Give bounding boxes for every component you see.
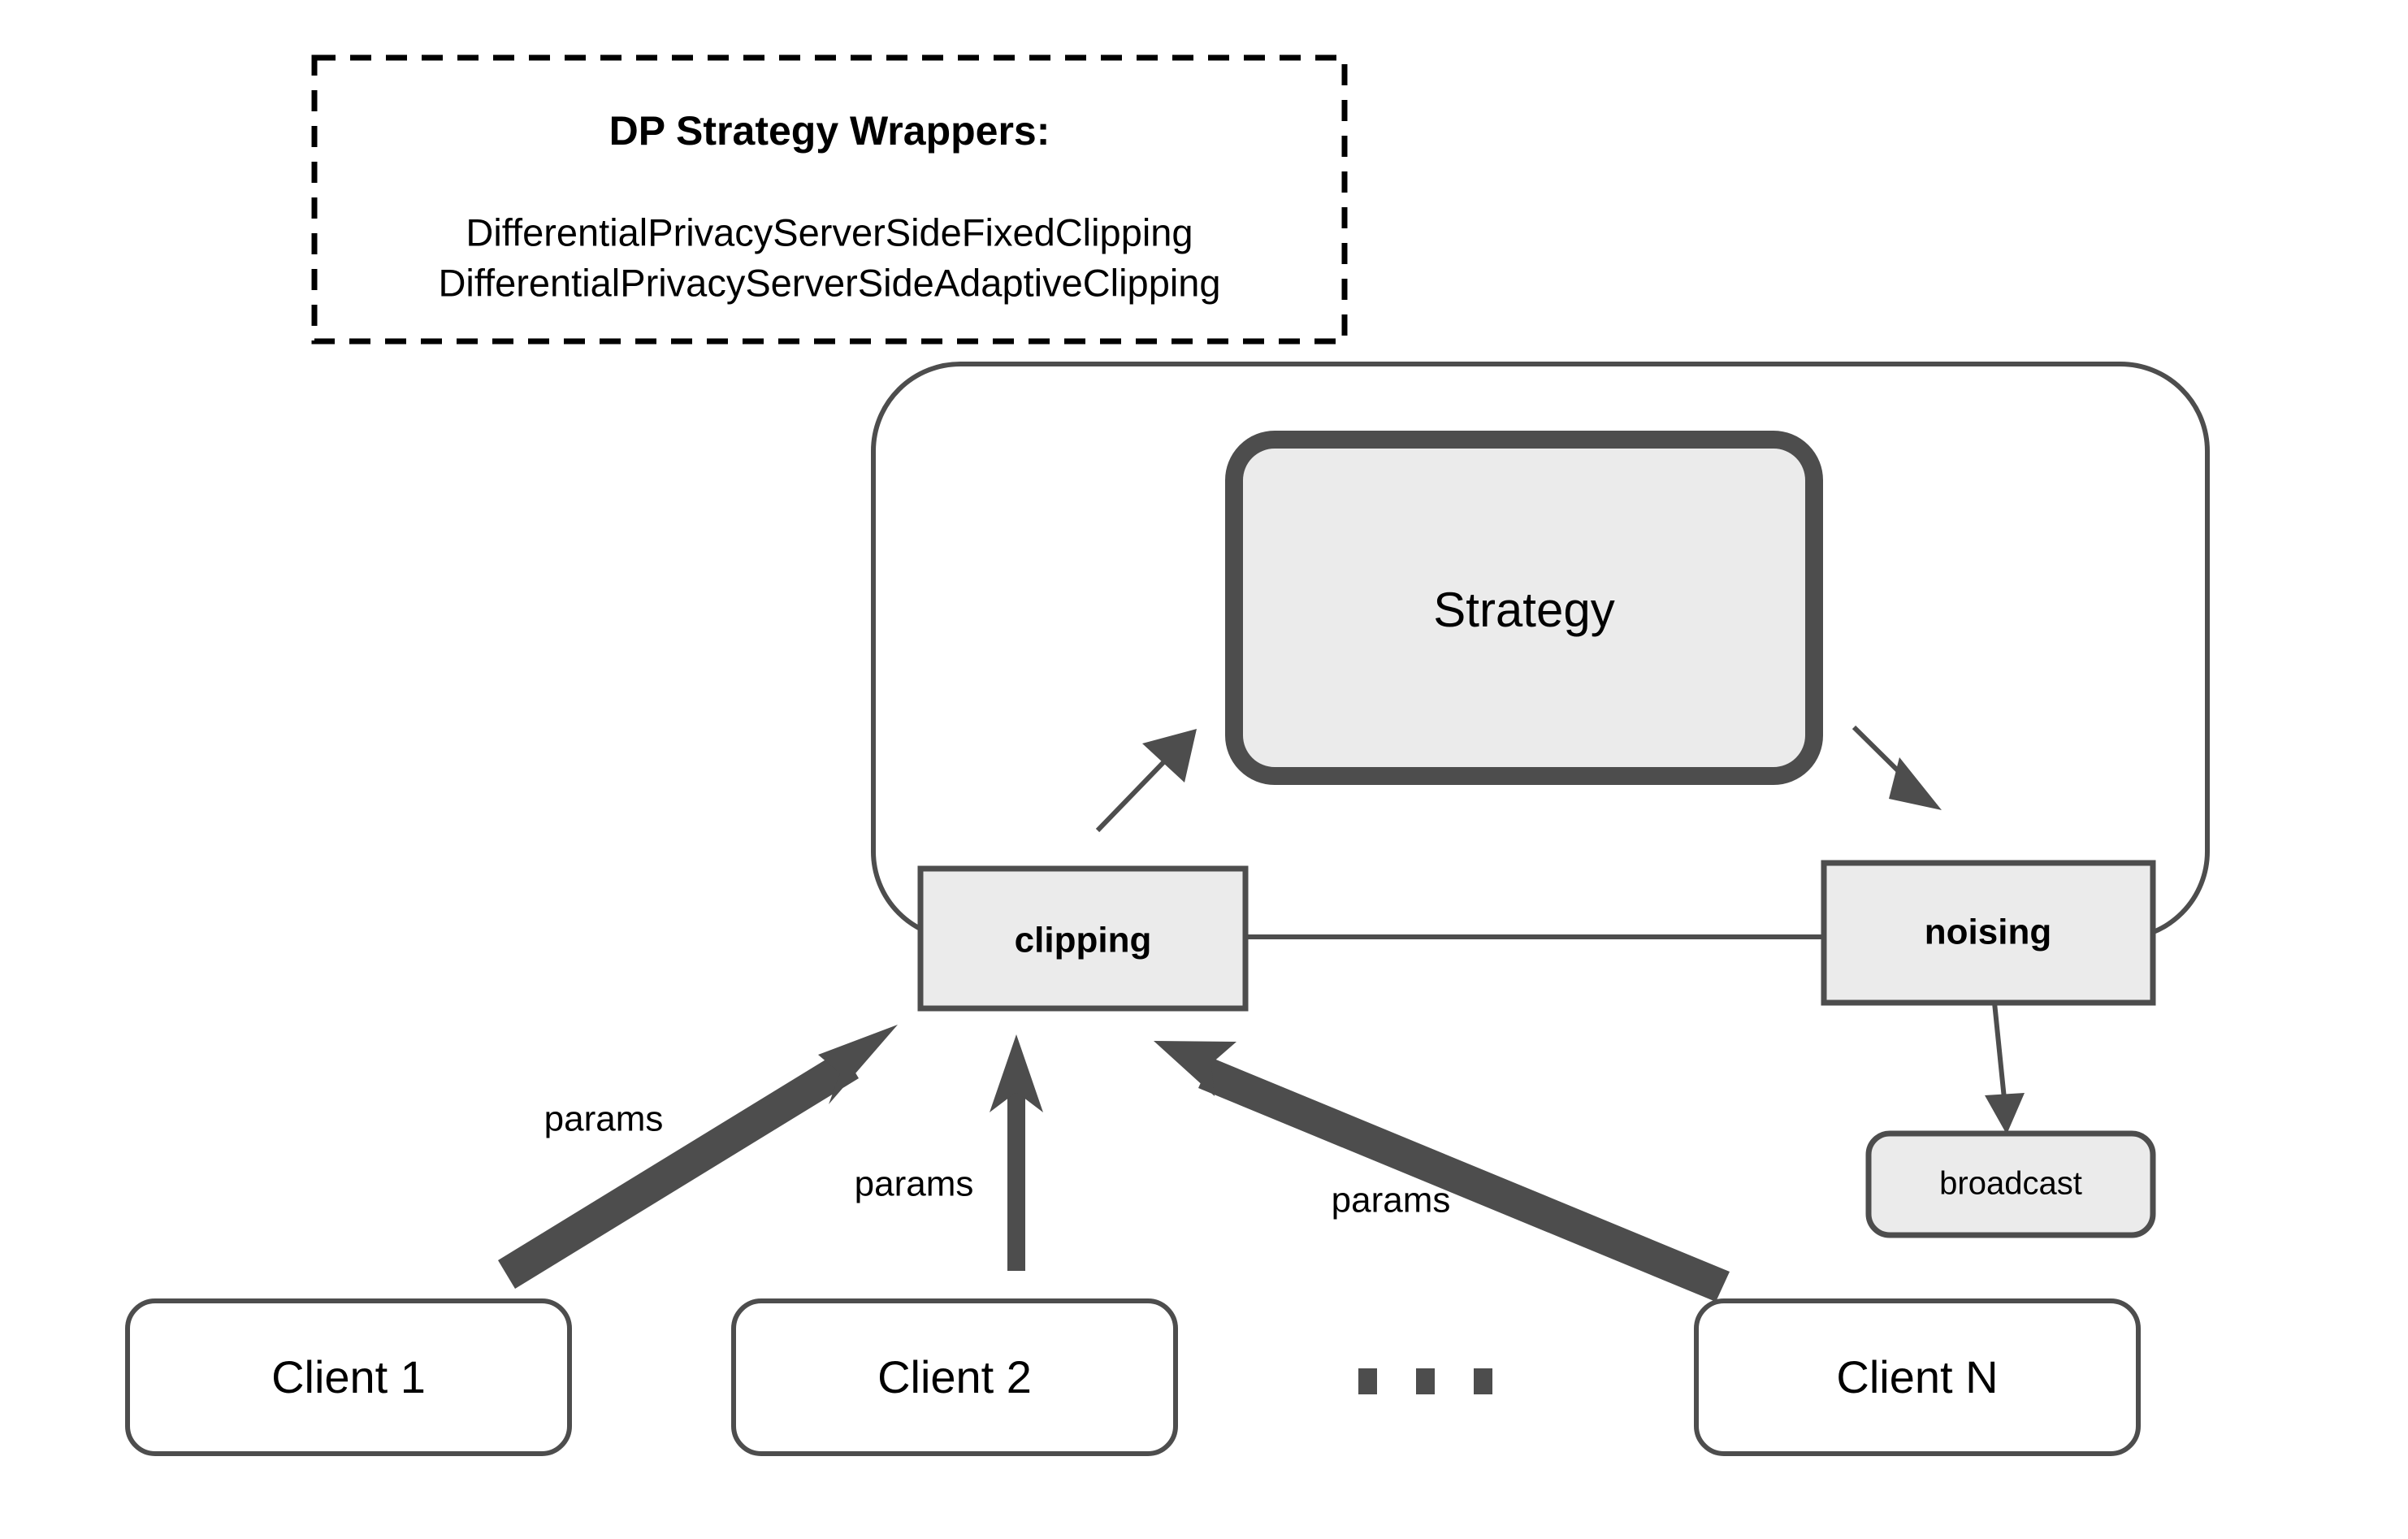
broadcast-node[interactable]	[1865, 1130, 2156, 1238]
dp-wrapper-item-1: DifferentialPrivacyServerSideAdaptiveCli…	[438, 261, 1220, 304]
broadcast-node-label: broadcast	[1939, 1166, 2082, 1202]
strategy-node[interactable]	[1225, 431, 1823, 785]
dp-wrapper-dashed-box	[311, 54, 1348, 345]
client-1-label: Client 1	[271, 1351, 426, 1402]
edge-label-params-2: params	[855, 1164, 974, 1204]
noising-to-broadcast-arrow	[1985, 1002, 2025, 1134]
edge-label-params-3: params	[1332, 1181, 1451, 1220]
clipping-node-label: clipping	[1015, 921, 1152, 960]
client-n-label: Client N	[1836, 1351, 1998, 1402]
client-2-node[interactable]	[731, 1298, 1178, 1456]
noising-node-label: noising	[1925, 913, 2051, 952]
edge-label-params-1: params	[544, 1099, 664, 1139]
noising-node[interactable]	[1821, 860, 2156, 1006]
dp-wrapper-title: DP Strategy Wrappers:	[609, 108, 1050, 154]
client-2-to-clipping-arrow	[990, 1034, 1043, 1271]
clients-ellipsis	[1358, 1368, 1492, 1394]
client-n-node[interactable]	[1694, 1298, 2141, 1456]
dp-wrapper-item-0: DifferentialPrivacyServerSideFixedClippi…	[466, 210, 1193, 254]
strategy-node-label: Strategy	[1433, 583, 1614, 637]
client-1-node[interactable]	[125, 1298, 572, 1456]
strategy-to-noising-arrow	[1851, 725, 1942, 810]
client-2-label: Client 2	[877, 1351, 1032, 1402]
client-n-to-clipping-arrow	[1154, 1041, 1730, 1302]
clipping-to-strategy-arrow	[1095, 729, 1197, 833]
clipping-node[interactable]	[917, 865, 1249, 1012]
client-1-to-clipping-arrow	[498, 1025, 898, 1289]
